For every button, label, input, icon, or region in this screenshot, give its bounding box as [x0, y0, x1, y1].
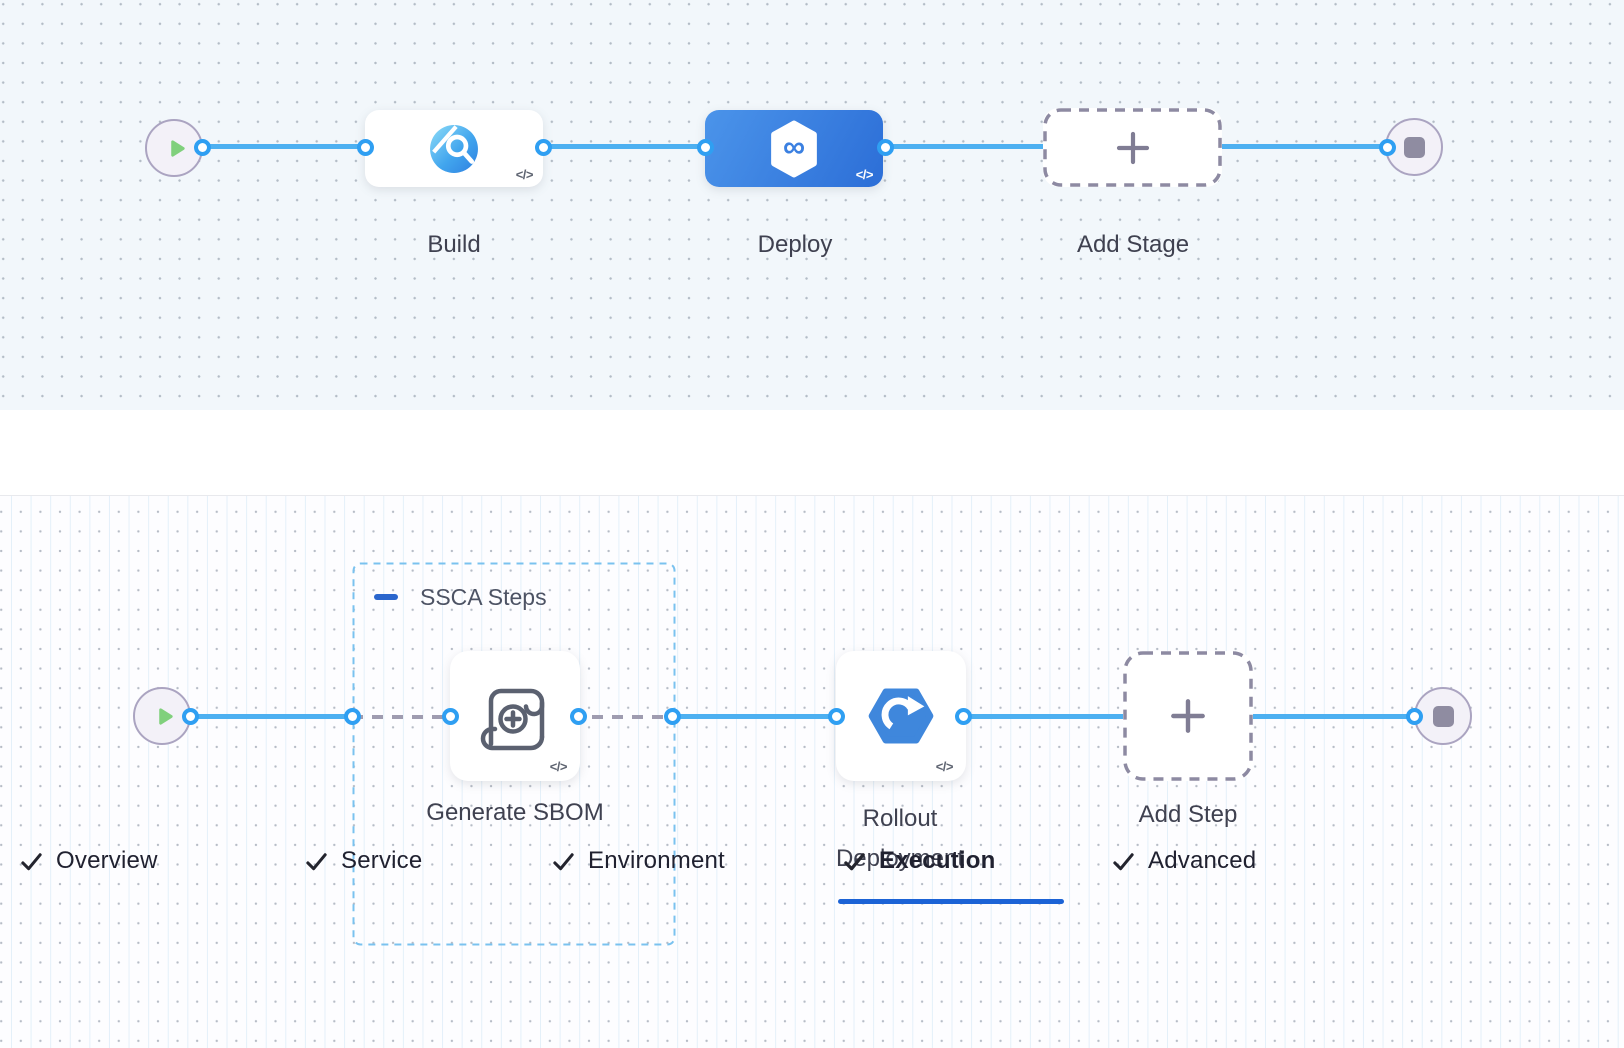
connector-dot: [1378, 138, 1396, 156]
stage-canvas: </> ∞ </>: [0, 0, 1624, 410]
tab-execution[interactable]: Execution: [843, 847, 996, 875]
tab-label: Environment: [588, 847, 725, 874]
ssca-group-label: SSCA Steps: [420, 584, 547, 610]
connector-dot: [876, 138, 894, 156]
step-label-generate-sbom: Generate SBOM: [426, 799, 604, 826]
dashed-frame: [1123, 651, 1253, 781]
connector-dot: [356, 138, 374, 156]
step-link-line: [672, 714, 1414, 719]
infinity-glyph: ∞: [782, 128, 806, 164]
pipeline-end-node: [1385, 118, 1443, 176]
tab-label: Service: [341, 847, 423, 874]
check-icon: [553, 852, 574, 870]
code-glyph: </>: [515, 167, 534, 182]
tab-label: Overview: [56, 847, 158, 874]
code-glyph: </>: [935, 759, 954, 774]
step-card-rollout-deployment[interactable]: </>: [836, 651, 966, 781]
check-icon: [1113, 852, 1134, 870]
code-glyph: </>: [549, 759, 568, 774]
dashed-frame: [1043, 108, 1222, 187]
connector-dot: [954, 707, 972, 725]
connector-dot: [663, 707, 681, 725]
connector-dot: [1405, 707, 1423, 725]
connector-dot: [696, 138, 714, 156]
check-icon: [21, 852, 42, 870]
connector-dot: [534, 138, 552, 156]
tab-service[interactable]: Service: [305, 847, 422, 875]
play-icon: [170, 139, 185, 157]
play-icon: [158, 707, 173, 725]
plus-icon: [1171, 699, 1205, 733]
tab-label: Execution: [879, 847, 996, 874]
execution-end-node: [1414, 687, 1472, 745]
stage-tabbar: Overview Service Environment Execution A…: [0, 410, 1624, 904]
connector-dot: [193, 138, 211, 156]
add-stage-button[interactable]: [1043, 108, 1222, 187]
add-step-button[interactable]: [1123, 651, 1253, 781]
code-glyph: </>: [855, 167, 874, 182]
deploy-cd-icon: ∞: [767, 120, 821, 178]
sbom-scroll-icon: [480, 688, 545, 751]
rollout-deployment-icon: [868, 688, 934, 744]
step-label-rollout-deployment: Rollout Deployment: [835, 805, 965, 872]
collapse-group-icon[interactable]: [374, 594, 398, 600]
step-link-line: [190, 714, 352, 719]
step-card-generate-sbom[interactable]: </>: [450, 651, 580, 781]
stop-icon: [1432, 705, 1454, 727]
connector-dot: [181, 707, 199, 725]
active-tab-underline: [838, 899, 1064, 904]
tab-label: Advanced: [1148, 847, 1257, 874]
stage-card-deploy[interactable]: ∞ </>: [705, 110, 883, 187]
build-ci-icon: [430, 124, 478, 173]
execution-canvas: [0, 496, 1624, 1048]
stage-label-deploy: Deploy: [757, 231, 833, 258]
tab-overview[interactable]: Overview: [20, 847, 158, 875]
check-icon: [844, 852, 865, 870]
check-icon: [306, 852, 327, 870]
step-label-add-step: Add Step: [1138, 801, 1238, 828]
ssca-steps-group: [352, 562, 676, 946]
pipeline-start-node: [145, 119, 203, 177]
connector-dot: [441, 707, 459, 725]
tab-advanced[interactable]: Advanced: [1112, 847, 1256, 875]
stage-label-add-stage: Add Stage: [1076, 231, 1190, 258]
connector-dot: [343, 707, 361, 725]
stage-label-build: Build: [427, 231, 481, 258]
stop-icon: [1403, 136, 1425, 158]
tab-environment[interactable]: Environment: [552, 847, 725, 875]
plus-icon: [1116, 131, 1149, 164]
connector-dot: [569, 707, 587, 725]
stage-card-build[interactable]: </>: [365, 110, 543, 187]
connector-dot: [827, 707, 845, 725]
